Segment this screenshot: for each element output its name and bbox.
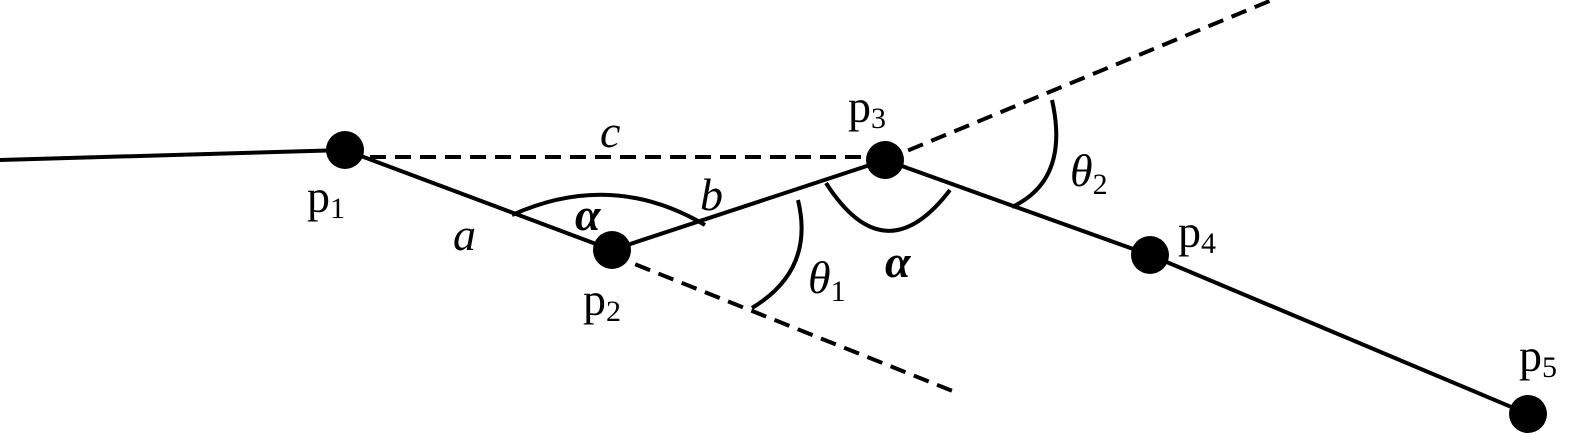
segment-p4-p5 — [1149, 253, 1529, 416]
point-p5 — [1509, 395, 1547, 433]
point-p3 — [866, 141, 904, 179]
arc-alpha-at-p3 — [824, 181, 952, 233]
point-p4 — [1131, 236, 1169, 274]
label-theta1: θ1 — [808, 252, 846, 308]
label-theta2: θ2 — [1070, 145, 1108, 201]
label-side-c: c — [600, 106, 620, 157]
label-p5: p5 — [1519, 330, 1557, 384]
arc-theta1 — [750, 199, 804, 310]
label-alpha-p3: α — [885, 236, 912, 287]
dashed-extension-p1-p2 — [611, 253, 956, 394]
segment-p1-p2 — [344, 148, 613, 252]
label-p3: p3 — [848, 81, 886, 135]
label-side-b: b — [700, 169, 723, 220]
dashed-extension-p2-p3 — [884, 0, 1273, 162]
point-p1 — [326, 131, 364, 169]
label-p4: p4 — [1178, 206, 1216, 260]
segment-incoming — [0, 148, 346, 162]
segment-p3-p4 — [884, 158, 1151, 257]
label-alpha-p2: α — [575, 189, 602, 240]
arc-alpha-at-p2 — [511, 192, 707, 227]
label-p1: p1 — [307, 171, 345, 225]
label-p2: p2 — [583, 274, 621, 328]
label-side-a: a — [453, 209, 476, 260]
segment-p2-p3 — [611, 158, 886, 252]
point-p2 — [593, 231, 631, 269]
arc-theta2 — [1011, 99, 1059, 209]
